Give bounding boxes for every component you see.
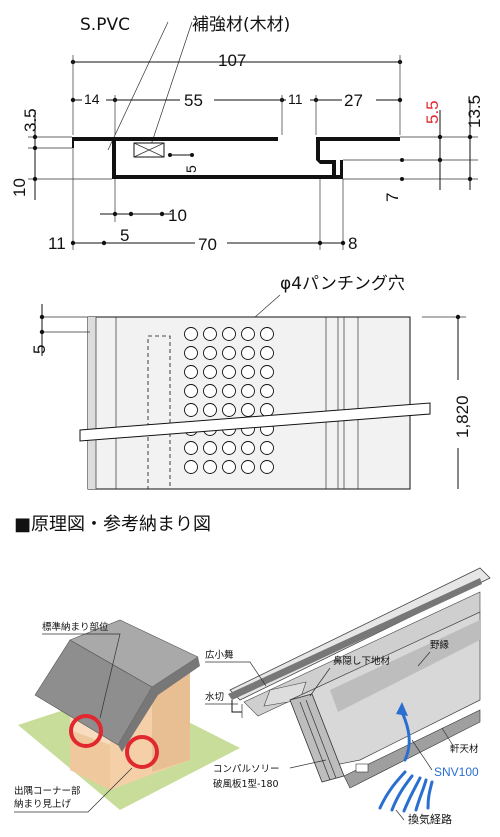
punch-hole bbox=[184, 403, 198, 417]
label-hana-kakushi: 鼻隠し下地材 bbox=[333, 655, 391, 667]
profile-top-right bbox=[316, 137, 400, 160]
punch-hole bbox=[184, 327, 198, 341]
punch-hole bbox=[260, 327, 274, 341]
dim-13-5: 13.5 bbox=[465, 95, 484, 128]
punch-hole bbox=[260, 365, 274, 379]
dim-27: 27 bbox=[344, 91, 363, 110]
airflow-arrows bbox=[378, 710, 434, 813]
dim-8: 8 bbox=[348, 234, 357, 253]
house-illustration: 標準納まり部位 出隅コーナー部 納まり見上げ bbox=[14, 619, 240, 813]
punch-hole bbox=[260, 460, 274, 474]
profile-section: S.PVC 補強材(木材) 107 14 55 11 27 bbox=[10, 15, 484, 255]
punch-hole bbox=[260, 384, 274, 398]
dim-10-left: 10 bbox=[10, 178, 29, 197]
dim-70: 70 bbox=[198, 235, 217, 254]
label-punch: φ4パンチング穴 bbox=[280, 274, 405, 294]
punch-hole bbox=[260, 346, 274, 360]
punch-hole bbox=[222, 384, 236, 398]
dim-1820: 1,820 bbox=[453, 395, 472, 438]
punch-hole bbox=[260, 441, 274, 455]
punch-hole bbox=[203, 365, 217, 379]
dim-14: 14 bbox=[84, 91, 100, 107]
leader-pvc bbox=[107, 21, 169, 151]
label-corner-1: 出隅コーナー部 bbox=[14, 785, 81, 797]
eave-detail: 広小舞 水切 鼻隠し下地材 野縁 軒天材 コンパルソリー 破風板1型-180 S… bbox=[205, 567, 491, 826]
dim-107: 107 bbox=[218, 51, 246, 70]
punch-hole bbox=[184, 460, 198, 474]
punch-hole bbox=[203, 346, 217, 360]
label-std-position: 標準納まり部位 bbox=[42, 621, 109, 633]
dim-3-5: 3.5 bbox=[21, 108, 40, 132]
label-hiromai: 広小舞 bbox=[205, 649, 234, 661]
dim-5-5: 5.5 bbox=[423, 100, 442, 124]
dim-10-bottom: 10 bbox=[168, 206, 187, 225]
leader-wood bbox=[149, 21, 193, 149]
punch-hole bbox=[203, 441, 217, 455]
airflow-arrowhead bbox=[396, 702, 408, 716]
punch-hole bbox=[184, 441, 198, 455]
leader-corner bbox=[14, 767, 133, 813]
leader-std bbox=[42, 633, 121, 719]
punch-hole bbox=[241, 403, 255, 417]
profile-top-left bbox=[72, 137, 278, 148]
punch-hole bbox=[241, 384, 255, 398]
punch-hole bbox=[241, 365, 255, 379]
label-corner-2: 納まり見上げ bbox=[14, 798, 72, 810]
punch-hole bbox=[222, 441, 236, 455]
label-mizukiri: 水切 bbox=[205, 691, 224, 703]
dim-55: 55 bbox=[184, 91, 203, 110]
punch-hole bbox=[260, 403, 274, 417]
punch-hole bbox=[203, 327, 217, 341]
label-nokiten: 軒天材 bbox=[450, 743, 479, 755]
punch-hole bbox=[241, 441, 255, 455]
punch-hole bbox=[184, 384, 198, 398]
punch-hole bbox=[184, 346, 198, 360]
dim-5-front: 5 bbox=[30, 345, 49, 354]
punch-hole bbox=[184, 365, 198, 379]
break-band bbox=[79, 402, 431, 442]
punch-hole bbox=[203, 403, 217, 417]
front-view: φ4パンチング穴 5 1,820 bbox=[30, 274, 472, 490]
wood-insert-hidden bbox=[147, 335, 171, 490]
punch-hole bbox=[241, 460, 255, 474]
marker-standard bbox=[69, 714, 103, 748]
punch-hole bbox=[203, 460, 217, 474]
section-heading: ■原理図・参考納まり図 bbox=[14, 514, 211, 535]
punch-hole bbox=[222, 365, 236, 379]
label-product-1: コンパルソリー bbox=[213, 764, 280, 775]
label-product-2: 破風板1型-180 bbox=[213, 778, 279, 790]
dim-5-slot: 5 bbox=[183, 165, 199, 173]
punch-hole bbox=[222, 346, 236, 360]
label-pvc: S.PVC bbox=[80, 15, 130, 35]
punch-hole bbox=[222, 403, 236, 417]
punch-hole bbox=[203, 384, 217, 398]
soffit bbox=[343, 709, 481, 789]
marker-corner bbox=[125, 735, 159, 769]
punch-hole bbox=[241, 327, 255, 341]
dim-5-bottom: 5 bbox=[120, 226, 129, 245]
dim-11-bottom: 11 bbox=[48, 234, 66, 253]
dim-11-top: 11 bbox=[288, 91, 303, 107]
label-wood: 補強材(木材) bbox=[192, 15, 290, 35]
punch-hole bbox=[222, 460, 236, 474]
drip-edge bbox=[231, 700, 242, 713]
label-noen: 野縁 bbox=[430, 639, 450, 651]
label-snv100: SNV100 bbox=[434, 765, 479, 779]
punch-hole bbox=[222, 327, 236, 341]
punch-hole bbox=[241, 346, 255, 360]
label-airflow: 換気経路 bbox=[408, 812, 452, 826]
profile-bottom bbox=[112, 175, 320, 179]
dim-7: 7 bbox=[383, 193, 402, 202]
